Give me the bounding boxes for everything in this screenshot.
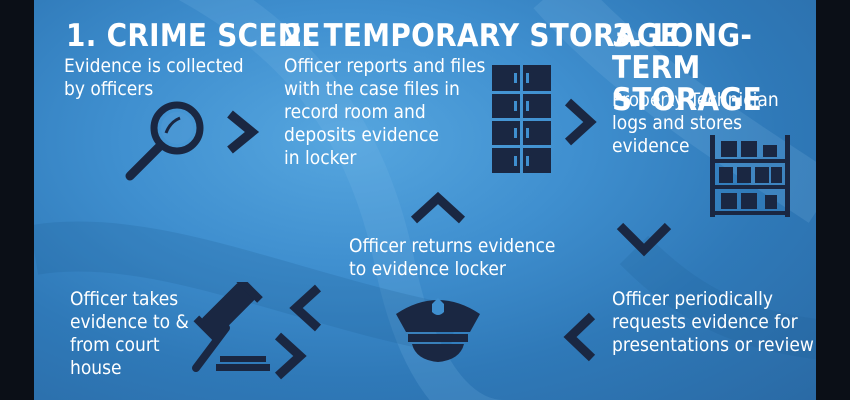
chevron-right-icon [274, 332, 307, 380]
locker-icon [492, 65, 551, 173]
chevron-right-icon [564, 98, 597, 146]
step3-title: 3. LONG-TERM STORAGE [612, 18, 762, 118]
magnifier-icon [125, 101, 204, 181]
chevron-left-icon [289, 284, 322, 332]
gavel-icon [192, 282, 270, 372]
court-text: Officer takes evidence to & from court h… [70, 288, 189, 379]
chevron-up-icon [410, 191, 466, 224]
step1-description: Evidence is collected by officers [64, 55, 244, 100]
chevron-left-icon [563, 312, 596, 362]
step3-description: Property Technician logs and stores evid… [612, 89, 779, 157]
periodic-request-text: Officer periodically requests evidence f… [612, 288, 814, 356]
chevron-right-icon [227, 110, 260, 154]
chevron-down-icon [616, 222, 672, 257]
return-text: Officer returns evidence to evidence loc… [349, 235, 556, 280]
police-hat-icon [396, 298, 480, 362]
infographic-panel: 1. CRIME SCENE Evidence is collected by … [34, 0, 816, 400]
shelves-icon [710, 135, 790, 217]
step1-title: 1. CRIME SCENE [66, 18, 321, 54]
step2-title: 2. TEMPORARY STORAGE [283, 18, 680, 54]
step2-description: Officer reports and files with the case … [284, 55, 486, 169]
